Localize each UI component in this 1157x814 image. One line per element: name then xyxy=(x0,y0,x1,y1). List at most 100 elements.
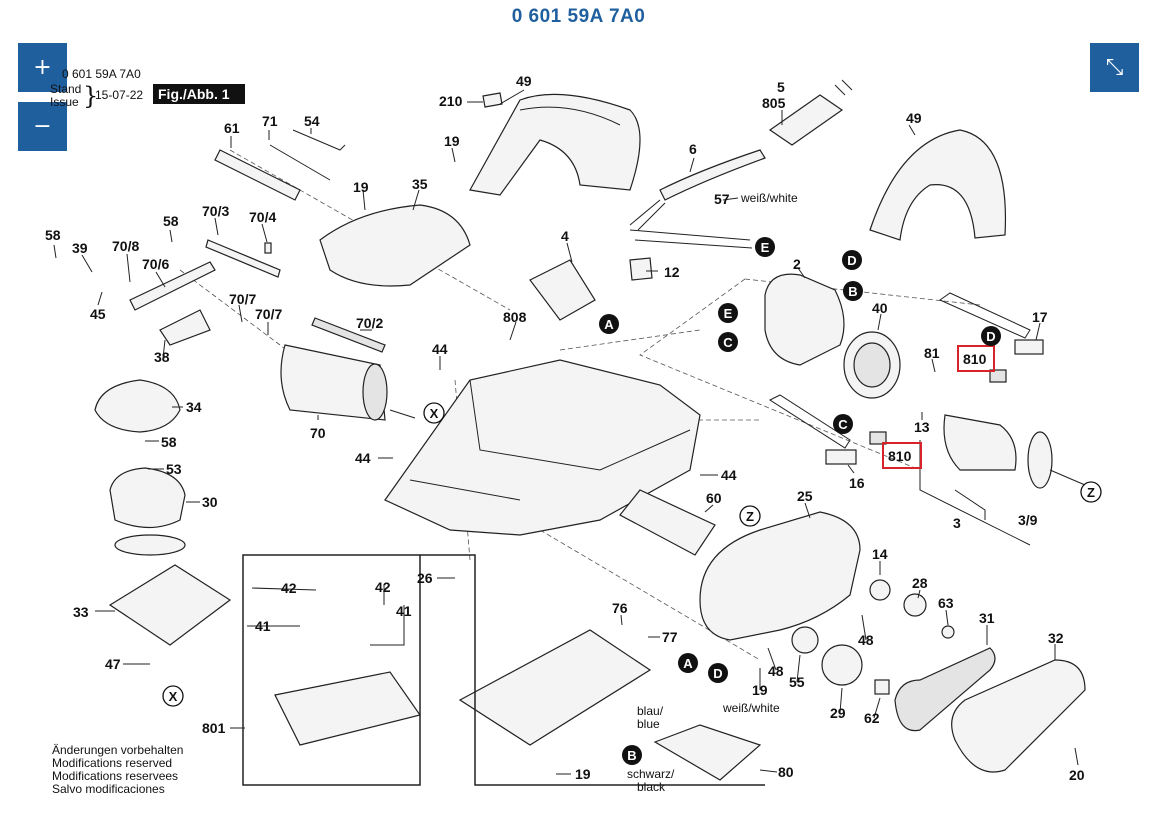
part-labels: 49 210 5 805 61 71 54 19 6 49 19 35 57 w… xyxy=(45,73,1085,794)
part-label: 801 xyxy=(202,720,226,736)
part-label: 42 xyxy=(375,579,391,595)
part-label: 57 xyxy=(714,191,730,207)
part-label: 25 xyxy=(797,488,813,504)
wire-color-label: weiß/white xyxy=(740,191,798,205)
part-label: 29 xyxy=(830,705,846,721)
part-label: 54 xyxy=(304,113,320,129)
part-label: 70/6 xyxy=(142,256,169,272)
part-label: 12 xyxy=(664,264,680,280)
reference-marker: X xyxy=(430,406,439,421)
part-label: 3 xyxy=(953,515,961,531)
connector-marker: A xyxy=(683,656,693,671)
part-label: 48 xyxy=(858,632,874,648)
connector-marker: B xyxy=(627,748,636,763)
part-label: 19 xyxy=(444,133,460,149)
part-label: 42 xyxy=(281,580,297,596)
connector-marker: B xyxy=(848,284,857,299)
reference-markers: X X Z Z xyxy=(162,402,1102,707)
part-label: 40 xyxy=(872,300,888,316)
part-label: 41 xyxy=(255,618,271,634)
part-label-highlighted: 810 xyxy=(963,351,987,367)
part-label: 20 xyxy=(1069,767,1085,783)
zoom-out-button[interactable]: − xyxy=(18,102,67,151)
highlight-box-810-lower xyxy=(882,442,922,469)
wire-color-label: weiß/white xyxy=(722,701,780,715)
plus-icon: + xyxy=(33,55,52,80)
part-label: 26 xyxy=(417,570,433,586)
reference-marker: Z xyxy=(1087,485,1095,500)
notice-line: Modifications reservees xyxy=(52,769,179,783)
part-label: 39 xyxy=(72,240,88,256)
part-label: 60 xyxy=(706,490,722,506)
connector-marker: C xyxy=(838,417,848,432)
collapse-icon: ⤡ xyxy=(1105,55,1124,80)
part-drawings xyxy=(94,79,1086,786)
part-label: 19 xyxy=(353,179,369,195)
zoom-in-button[interactable]: + xyxy=(18,43,67,92)
part-label: 58 xyxy=(45,227,61,243)
part-label: 5 xyxy=(777,79,785,95)
part-label: 63 xyxy=(938,595,954,611)
part-label: 2 xyxy=(793,256,801,272)
part-label: 70/2 xyxy=(356,315,383,331)
part-label: 70/3 xyxy=(202,203,229,219)
brace-icon: } xyxy=(83,82,98,110)
part-label: 14 xyxy=(872,546,888,562)
wire-color-label: schwarz/ xyxy=(627,767,675,781)
part-label: 49 xyxy=(516,73,532,89)
connector-marker: D xyxy=(713,666,722,681)
connector-marker: E xyxy=(761,240,770,255)
part-label: 6 xyxy=(689,141,697,157)
minus-icon: − xyxy=(33,114,52,139)
part-label: 19 xyxy=(752,682,768,698)
part-label: 55 xyxy=(789,674,805,690)
part-label: 80 xyxy=(778,764,794,780)
part-label: 31 xyxy=(979,610,995,626)
part-label: 808 xyxy=(503,309,527,325)
connector-marker: C xyxy=(723,335,733,350)
notice-line: Salvo modificaciones xyxy=(52,782,165,796)
part-label: 45 xyxy=(90,306,106,322)
wire-color-label: blau/ xyxy=(637,704,664,718)
part-label: 47 xyxy=(105,656,121,672)
connector-markers: A B C D E E C D A D B xyxy=(599,237,1001,765)
notice-line: Modifications reserved xyxy=(52,756,173,770)
part-label: 19 xyxy=(575,766,591,782)
part-label: 805 xyxy=(762,95,786,111)
connector-marker: E xyxy=(724,306,733,321)
connector-marker: D xyxy=(847,253,856,268)
connector-marker: A xyxy=(604,317,614,332)
part-label: 48 xyxy=(768,663,784,679)
fig-badge xyxy=(153,84,245,104)
issue-date: 15-07-22 xyxy=(95,88,143,102)
part-label: 53 xyxy=(166,461,182,477)
fit-view-button[interactable]: ⤡ xyxy=(1090,43,1139,92)
notice-line: Änderungen vorbehalten xyxy=(52,743,184,757)
part-label: 44 xyxy=(432,341,448,357)
part-label: 70/4 xyxy=(249,209,276,225)
part-label: 35 xyxy=(412,176,428,192)
part-label: 41 xyxy=(396,603,412,619)
part-label: 16 xyxy=(849,475,865,491)
part-label: 44 xyxy=(355,450,371,466)
stand-label: Stand xyxy=(50,82,81,96)
part-label: 17 xyxy=(1032,309,1048,325)
part-label: 61 xyxy=(224,120,240,136)
part-label: 13 xyxy=(914,419,930,435)
page-title: 0 601 59A 7A0 xyxy=(511,6,646,27)
wire-color-label: blue xyxy=(637,717,660,731)
reference-marker: X xyxy=(169,689,178,704)
part-label: 81 xyxy=(924,345,940,361)
part-label: 4 xyxy=(561,228,569,244)
part-label-highlighted: 810 xyxy=(888,448,912,464)
part-label: 70 xyxy=(310,425,326,441)
part-label: 32 xyxy=(1048,630,1064,646)
part-label: 30 xyxy=(202,494,218,510)
reference-marker: Z xyxy=(746,509,754,524)
part-label: 71 xyxy=(262,113,278,129)
modification-notice: Änderungen vorbehalten Modifications res… xyxy=(52,744,183,796)
part-number-text: 0 601 59A 7A0 xyxy=(62,67,141,81)
leader-lines xyxy=(53,89,1079,775)
part-label: 38 xyxy=(154,349,170,365)
